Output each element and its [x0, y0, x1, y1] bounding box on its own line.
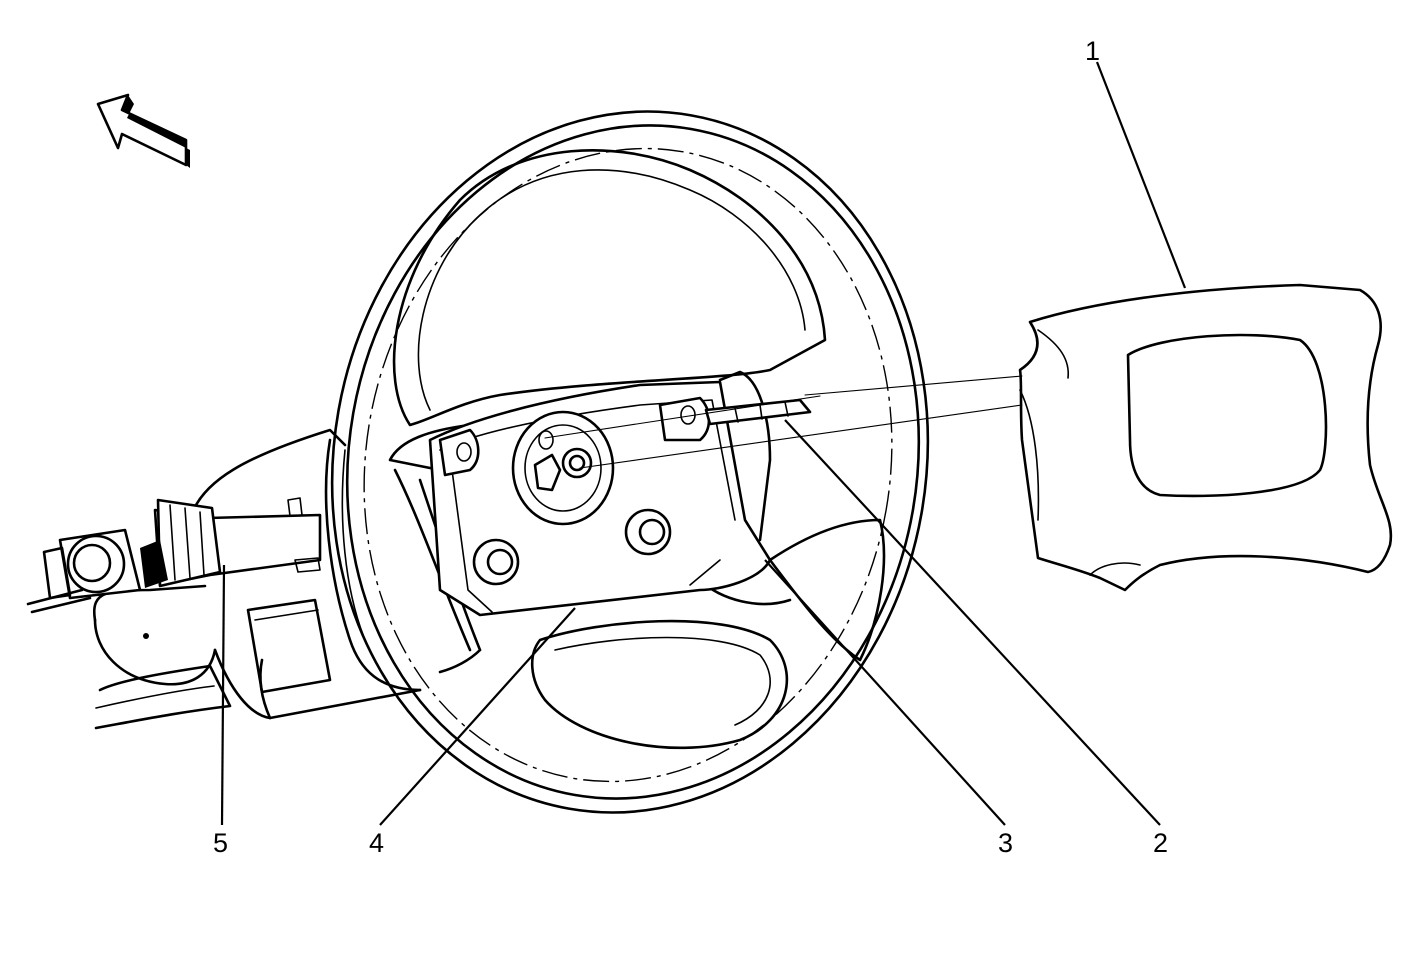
callout-3: 3 [998, 828, 1013, 858]
callout-4: 4 [369, 828, 384, 858]
wheel-hub [428, 380, 812, 617]
callout-2: 2 [1153, 828, 1168, 858]
leader-lines [220, 61, 1187, 826]
callout-labels: 1 2 3 4 5 [213, 36, 1168, 858]
steering-column-cover [92, 428, 422, 730]
airbag-module [1018, 283, 1393, 592]
callout-1: 1 [1085, 36, 1100, 66]
callout-5: 5 [213, 828, 228, 858]
forward-arrow-icon [96, 93, 190, 168]
turn-signal-lever [26, 497, 322, 614]
